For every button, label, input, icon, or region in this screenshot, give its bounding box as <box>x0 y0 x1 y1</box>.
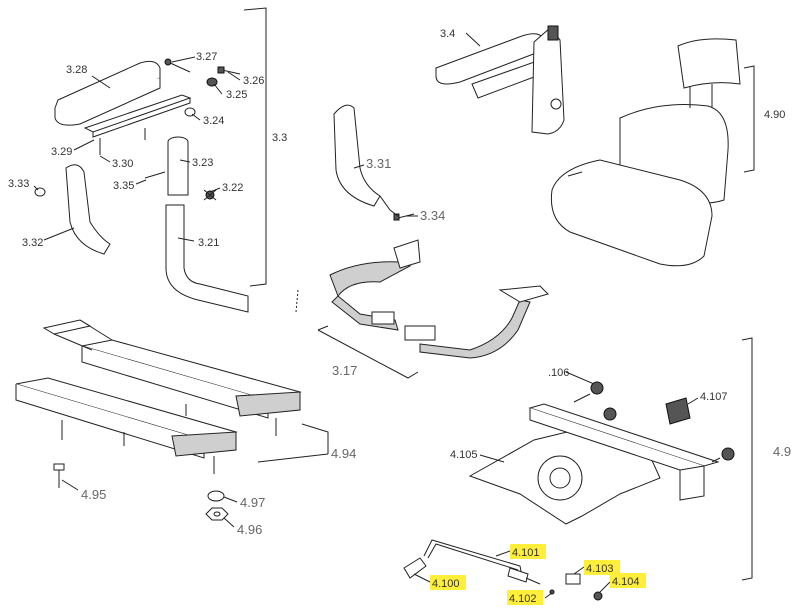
label-4-103: 4.103 <box>586 563 614 575</box>
label-4-104: 4.104 <box>612 576 640 588</box>
label-3-3: 3.3 <box>272 132 287 144</box>
label-4-94: 4.94 <box>331 446 356 461</box>
label-3-33: 3.33 <box>8 178 29 190</box>
pin-3-35 <box>144 171 166 179</box>
label-3-31: 3.31 <box>366 156 391 171</box>
seat-cushion <box>550 38 741 267</box>
bolt-4-95 <box>53 463 65 488</box>
group-bracket-4-94 <box>257 423 329 463</box>
label-3-17: 3.17 <box>332 363 357 378</box>
highlight-4-100 <box>430 575 466 590</box>
armrest-post-3-21 <box>165 204 249 313</box>
label-3-22: 3.22 <box>222 182 243 194</box>
label-4-105: 4.105 <box>450 449 478 461</box>
slide-rail-lower <box>15 377 238 459</box>
screw-3-27 <box>164 58 191 73</box>
label-3-30: 3.30 <box>112 158 133 170</box>
highlight-4-102 <box>507 590 543 605</box>
nut-4-96 <box>205 507 229 521</box>
armrest-assembly <box>34 7 267 313</box>
group-bracket-4-9 <box>741 337 753 581</box>
armrest-pad <box>54 60 161 126</box>
knob-right <box>711 447 735 463</box>
group-bracket-3-3 <box>243 7 267 287</box>
slide-rail-upper <box>42 319 302 419</box>
crossbar <box>528 403 720 501</box>
seat-belt-3-17 <box>329 239 549 359</box>
label-4-90: 4.90 <box>764 109 785 121</box>
label-3-24: 3.24 <box>203 115 224 127</box>
label-3-23: 3.23 <box>192 157 213 169</box>
knob-3-22 <box>203 189 217 201</box>
release-handle <box>403 539 603 601</box>
label-3-4: 3.4 <box>440 28 455 40</box>
seat-assembly <box>435 25 755 267</box>
label-4-97: 4.97 <box>240 495 265 510</box>
highlight-4-101 <box>510 544 546 559</box>
label-4-107: 4.107 <box>700 391 728 403</box>
armrest-3-4 <box>435 25 565 135</box>
label-3-34: 3.34 <box>420 208 445 223</box>
highlight-boxes <box>430 544 646 605</box>
label-3-35: 3.35 <box>113 180 134 192</box>
bolts-3-30 <box>99 128 146 155</box>
label-4-9: 4.9 <box>773 444 791 459</box>
label-3-29: 3.29 <box>51 146 72 158</box>
label-3-28: 3.28 <box>66 64 87 76</box>
screw-3-26 <box>217 66 241 75</box>
group-bracket-4-90 <box>743 65 755 173</box>
highlight-4-103 <box>584 560 620 575</box>
side-panel-belt-assembly <box>295 104 549 379</box>
slide-studs <box>61 404 277 474</box>
knob-mid <box>603 407 617 421</box>
latch-4-107 <box>665 397 691 425</box>
label-3-25: 3.25 <box>226 89 247 101</box>
label-3-26: 3.26 <box>243 75 264 87</box>
swivel-base-assembly <box>403 337 753 601</box>
label-4-95: 4.95 <box>81 487 106 502</box>
seat-slides-assembly <box>15 319 329 521</box>
label-3-32: 3.32 <box>22 237 43 249</box>
highlight-4-104 <box>610 573 646 588</box>
label-106: .106 <box>548 367 569 379</box>
label-4-102: 4.102 <box>509 593 537 605</box>
nut-3-25 <box>206 77 218 87</box>
side-panel-3-31 <box>333 104 381 207</box>
label-4-96: 4.96 <box>237 522 262 537</box>
armrest-tube-3-23 <box>167 136 189 196</box>
part-labels: 3.28 3.27 3.26 3.25 3.24 3.29 3.30 3.35 … <box>8 28 791 605</box>
knob-106 <box>573 381 604 403</box>
label-3-21: 3.21 <box>198 237 219 249</box>
label-3-27: 3.27 <box>196 51 217 63</box>
label-4-101: 4.101 <box>512 547 540 559</box>
side-panel-3-32 <box>65 164 111 255</box>
label-4-100: 4.100 <box>432 578 460 590</box>
leader-lines <box>33 32 699 599</box>
armrest-bracket <box>83 94 192 138</box>
washer-4-97 <box>207 490 225 502</box>
group-bracket-3-17 <box>317 325 419 379</box>
